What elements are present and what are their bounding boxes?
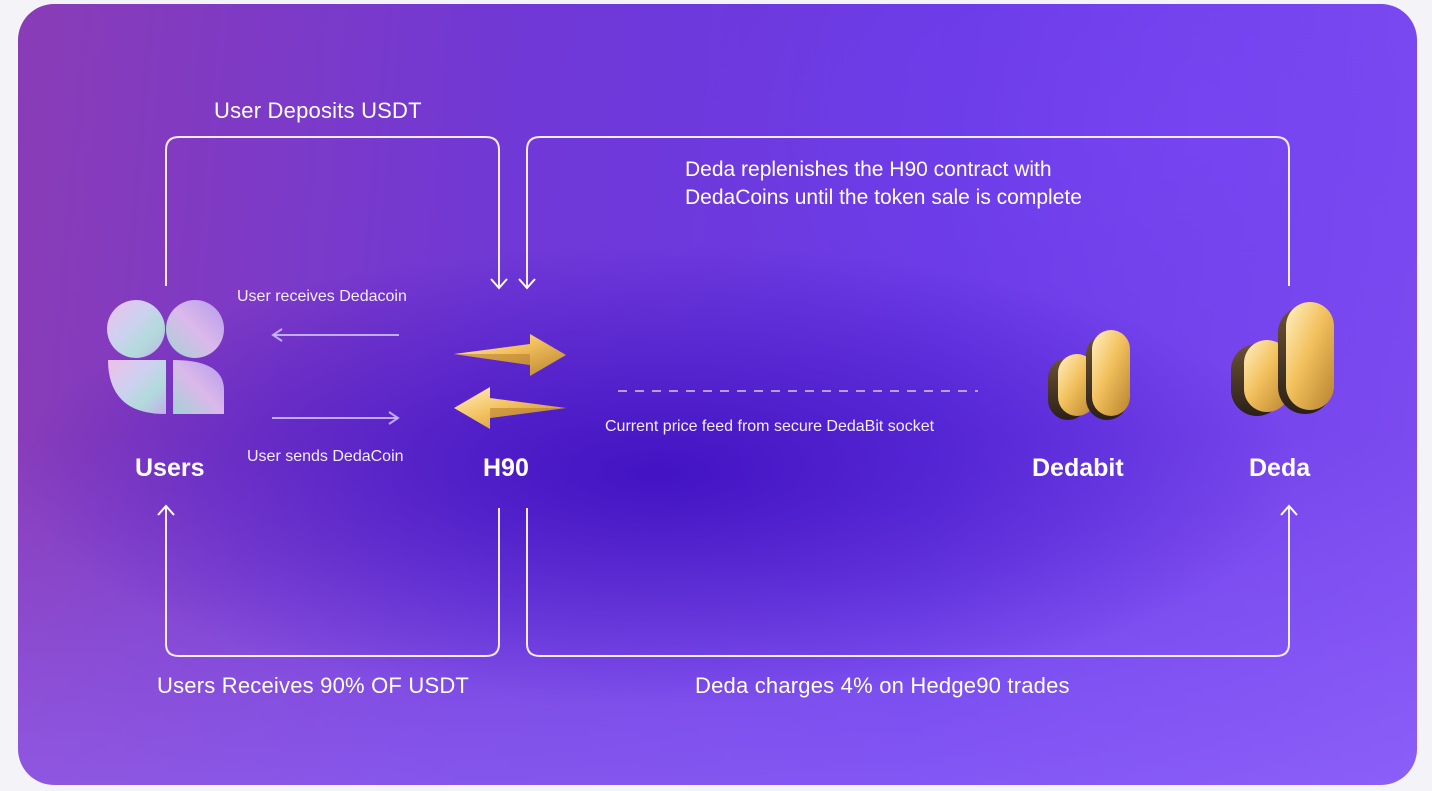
- price-feed-label: Current price feed from secure DedaBit s…: [605, 418, 935, 435]
- replenish-arrowhead: [518, 278, 536, 290]
- send-dedacoin-label: User sends DedaCoin: [247, 448, 404, 465]
- users-node-label: Users: [135, 454, 205, 482]
- payout-arrowhead: [157, 504, 175, 516]
- payout-flow-line: [165, 507, 500, 657]
- diagram-card: User Deposits USDT Deda replenishes the …: [18, 4, 1417, 785]
- receive-arrow: [271, 328, 399, 342]
- deda-logo-icon: [1231, 302, 1334, 416]
- h90-node-label: H90: [483, 454, 529, 482]
- dedabit-node-label: Dedabit: [1032, 454, 1124, 482]
- fee-arrowhead: [1280, 504, 1298, 516]
- gold-double-arrow-icon: [454, 334, 566, 429]
- flow-diagram-canvas: [107, 136, 1334, 657]
- deposit-arrowhead: [490, 278, 508, 290]
- replenish-flow-line: [526, 136, 1290, 287]
- deposit-flow-line: [165, 136, 500, 287]
- fee-label: Deda charges 4% on Hedge90 trades: [695, 673, 1070, 698]
- deda-node-label: Deda: [1249, 454, 1311, 482]
- deposit-label: User Deposits USDT: [214, 98, 422, 123]
- send-arrow: [272, 411, 400, 425]
- dedabit-logo-icon: [1048, 330, 1130, 420]
- receive-dedacoin-label: User receives Dedacoin: [237, 288, 407, 305]
- fee-flow-line: [526, 507, 1290, 657]
- payout-label: Users Receives 90% OF USDT: [157, 673, 470, 698]
- users-logo-icon: [107, 300, 224, 414]
- replenish-label: Deda replenishes the H90 contract with D…: [685, 158, 1082, 209]
